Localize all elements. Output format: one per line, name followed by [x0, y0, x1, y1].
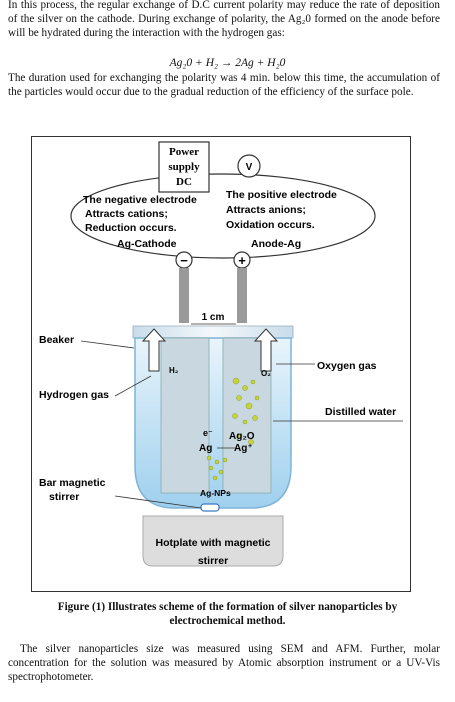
power-supply-label: Power [169, 146, 199, 158]
positive-electrode-text-2: Oxidation occurs. [226, 219, 315, 231]
bar-magnetic-label: Bar magnetic [39, 477, 106, 489]
power-supply-label-2: supply [168, 161, 200, 173]
hydrogen-pointer [114, 375, 152, 397]
positive-electrode-text: Attracts anions; [226, 204, 306, 216]
power-supply-box [158, 141, 210, 193]
negative-electrode-text: Attracts cations; [85, 208, 168, 220]
voltmeter-label: V [246, 162, 253, 173]
anode-label: Anode-Ag [251, 238, 301, 250]
hydrogen-gas-label: Hydrogen gas [39, 389, 109, 401]
voltmeter-icon [237, 154, 261, 178]
cathode-rod [179, 268, 189, 323]
intro-text: In this process, the regular exchange of… [8, 0, 440, 40]
closing-text: The silver nanoparticles size was measur… [8, 643, 440, 684]
anode-rod [237, 268, 247, 323]
o2-label: O₂ [261, 369, 271, 378]
ag2o-label: Ag₂O [229, 431, 255, 442]
distilled-water-label: Distilled water [325, 406, 396, 418]
electron-label: e⁻ [203, 428, 213, 438]
duration-paragraph: The duration used for exchanging the pol… [8, 71, 440, 99]
hotplate-label: Hotplate with magnetic [156, 537, 271, 549]
circuit-wire [70, 173, 376, 259]
equation: Ag₂0 + H₂ → 2Ag + H₂0 [169, 57, 286, 69]
hydrogen-arrow-icon [141, 328, 167, 372]
gap-label: 1 cm [202, 312, 225, 323]
bar-magnetic-label-2: stirrer [49, 491, 79, 503]
power-supply-label-3: DC [176, 176, 192, 188]
hotplate [142, 515, 284, 567]
intro-paragraph: In this process, the regular exchange of… [8, 0, 440, 41]
negative-electrode-title: The negative electrode [83, 194, 197, 206]
stirrer-pointer [114, 495, 202, 509]
beaker-pointer [80, 340, 135, 349]
oxygen-arrow-icon [253, 328, 279, 372]
ag-label: Ag [199, 443, 212, 454]
nanoparticles [206, 377, 260, 481]
oxygen-gas-label: Oxygen gas [317, 360, 377, 372]
beaker-rim [132, 325, 294, 339]
cathode-label: Ag-Cathode [117, 238, 177, 250]
ag-plus-label: Ag⁺ [234, 443, 253, 454]
duration-text: The duration used for exchanging the pol… [8, 72, 440, 99]
cathode-plate [160, 337, 210, 494]
electrochemical-cell-figure: Power supply DC V The negative electrode… [31, 136, 411, 592]
closing-paragraph: The silver nanoparticles size was measur… [8, 642, 440, 685]
h2-label: H₂ [169, 366, 179, 375]
negative-electrode-text-2: Reduction occurs. [85, 222, 177, 234]
cell-diagram: Power supply DC V The negative electrode… [31, 136, 411, 592]
plus-sign: + [238, 253, 246, 268]
stirrer-bar-icon [200, 503, 220, 512]
figure-caption: Figure (1) Illustrates scheme of the for… [57, 601, 398, 627]
minus-sign: − [180, 253, 188, 268]
positive-electrode-title: The positive electrode [226, 189, 337, 201]
hotplate-label-2: stirrer [198, 555, 228, 567]
beaker-label: Beaker [39, 334, 74, 346]
ag-nps-label: Ag-NPs [200, 488, 231, 498]
